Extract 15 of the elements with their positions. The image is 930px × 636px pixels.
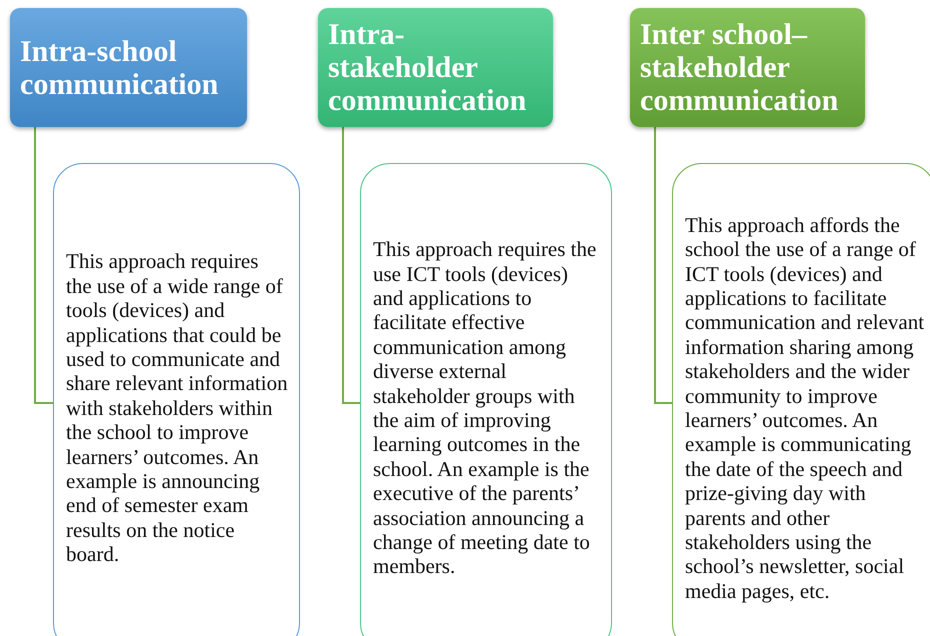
- header-title: Intra-school communication: [20, 34, 220, 100]
- description-text: This approach requires the use ICT tools (devices) and applications to facilitate effective communication among diverse external stakeholder groups with the aim of improving learning outcomes in the school. An example is the executive of the parents’ association announcing a change of meeting date to members.: [373, 237, 598, 579]
- description-box: [360, 163, 612, 636]
- description-box: [672, 163, 930, 636]
- description-text: This approach requires the use of a wide range of tools (devices) and applications that could be used to communicate and share relevant information with stakeholders within the school to improve learners’ outcomes. An example is announcing end of semester exam results on the notice board.: [66, 249, 289, 567]
- header-box: [630, 8, 865, 127]
- connector-line: [654, 127, 672, 404]
- description-text: This approach affords the school the use of a range of ICT tools (devices) and applications to facilitate communication and relevant information sharing among stakeholders and the wider community to improve learners’ outcomes. An example is communicating the date of the speech and prize-giving day with parents and other stakeholders using the school’s newsletter, social media pages, etc.: [685, 212, 925, 604]
- header-title: Inter school–stakeholder communication: [640, 18, 840, 117]
- header-title: Intra-stakeholder communication: [328, 18, 528, 117]
- description-box: [53, 163, 300, 636]
- connector-line: [34, 127, 53, 404]
- header-box: [10, 8, 247, 127]
- connector-line: [342, 127, 360, 404]
- header-box: [318, 8, 553, 127]
